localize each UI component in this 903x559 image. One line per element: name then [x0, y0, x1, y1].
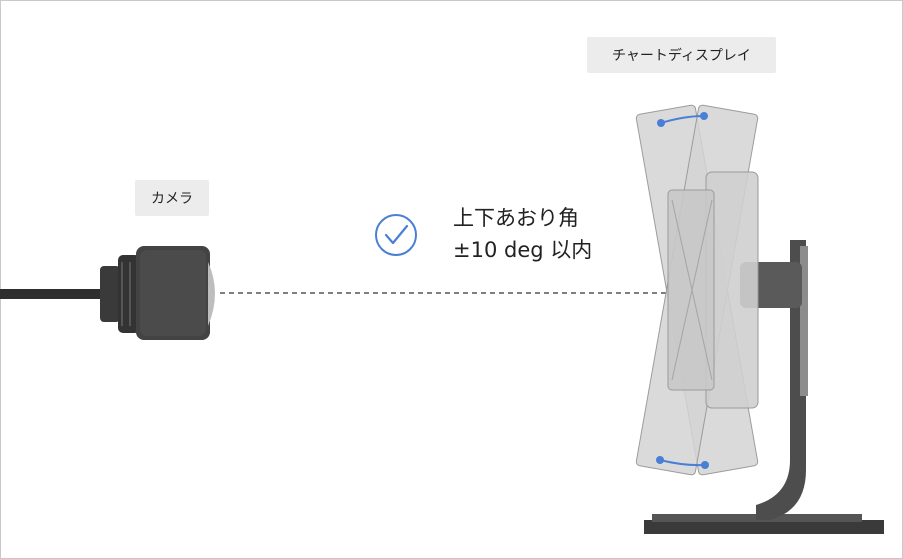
check-circle-icon — [375, 214, 417, 256]
tilt-indicator-top — [657, 112, 708, 127]
tilt-angle-limit: ±10 deg 以内 — [453, 238, 593, 262]
camera-cable — [0, 289, 110, 299]
camera-label: カメラ — [135, 180, 209, 216]
tilt-angle-title: 上下あおり角 — [453, 206, 579, 230]
tilt-indicator-bottom — [656, 456, 709, 469]
chart-display-label: チャートディスプレイ — [587, 37, 776, 73]
camera — [100, 246, 215, 340]
display-panel-upright — [667, 189, 715, 391]
